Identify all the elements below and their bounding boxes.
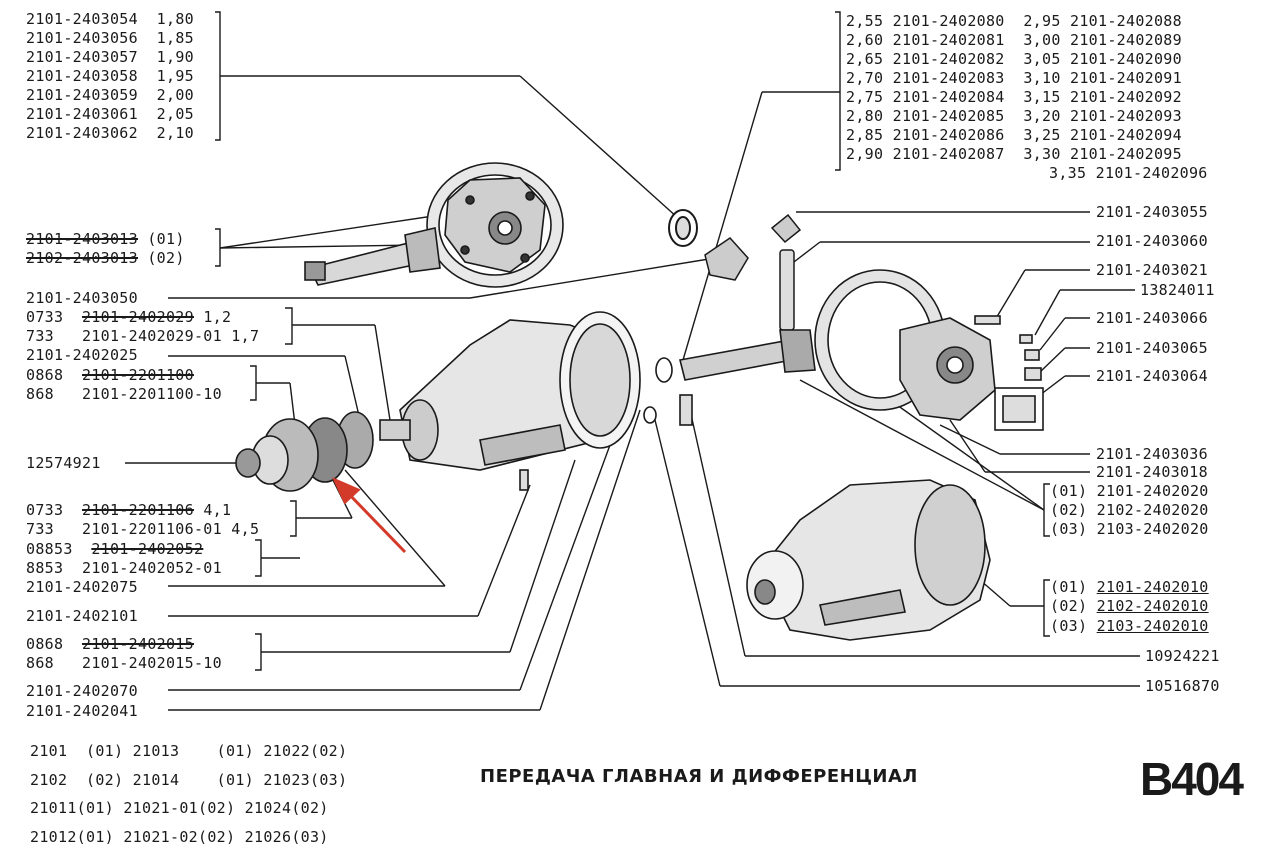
label-part: (03) 2103-2402010 <box>1050 617 1209 635</box>
label-part: (01) 2101-2402010 <box>1050 578 1209 596</box>
shim-row: 2101-2403054 1,80 <box>26 10 194 28</box>
label-part: 0733 2101-2402029 1,2 <box>26 308 232 326</box>
label-part: 13824011 <box>1140 281 1215 299</box>
label-part: 733 2101-2201106-01 4,5 <box>26 520 260 538</box>
shim-row: 2101-2403062 2,10 <box>26 124 194 142</box>
shim-row: 2,55 2101-2402080 2,95 2101-2402088 <box>846 12 1182 30</box>
shim-row: 2,80 2101-2402085 3,20 2101-2402093 <box>846 107 1182 125</box>
shim-row: 2101-2403056 1,85 <box>26 29 194 47</box>
label-part: 2101-2403036 <box>1096 445 1208 463</box>
label-part: 12574921 <box>26 454 101 472</box>
label-part: (03) 2103-2402020 <box>1050 520 1209 538</box>
model-row: 2101 (01) 21013 (01) 21022(02) <box>30 742 348 760</box>
shim-row: 2,65 2101-2402082 3,05 2101-2402090 <box>846 50 1182 68</box>
shim-row: 2101-2403058 1,95 <box>26 67 194 85</box>
shim-row: 2,90 2101-2402087 3,30 2101-2402095 <box>846 145 1182 163</box>
shim-row: 2,75 2101-2402084 3,15 2101-2402092 <box>846 88 1182 106</box>
shim-row: 2,70 2101-2402083 3,10 2101-2402091 <box>846 69 1182 87</box>
model-row: 21012(01) 21021-02(02) 21026(03) <box>30 828 329 846</box>
label-part: 2101-2403021 <box>1096 261 1208 279</box>
oil-seal-icon <box>668 209 698 247</box>
label-part: 2101-2403060 <box>1096 232 1208 250</box>
label-part: 8853 2101-2402052-01 <box>26 559 222 577</box>
label-gearset-2: 2102-2403013 (02) <box>26 249 185 267</box>
label-part: 2101-2402025 <box>26 346 138 364</box>
label-part: 2101-2402070 <box>26 682 138 700</box>
label-part: 2101-2403050 <box>26 289 138 307</box>
label-part: 0733 2101-2201106 4,1 <box>26 501 232 519</box>
label-part: 2101-2403066 <box>1096 309 1208 327</box>
page-title: ПЕРЕДАЧА ГЛАВНАЯ И ДИФФЕРЕНЦИАЛ <box>480 766 918 787</box>
shim-row: 2,85 2101-2402086 3,25 2101-2402094 <box>846 126 1182 144</box>
bracket-2402015 <box>255 633 262 671</box>
label-part: (01) 2101-2402020 <box>1050 482 1209 500</box>
shim-row: 2,60 2101-2402081 3,00 2101-2402089 <box>846 31 1182 49</box>
model-row: 2102 (02) 21014 (01) 21023(03) <box>30 771 348 789</box>
shim-row: 2101-2403059 2,00 <box>26 86 194 104</box>
bracket-2201100 <box>250 365 257 401</box>
label-part: 2101-2402101 <box>26 607 138 625</box>
model-row: 21011(01) 21021-01(02) 21024(02) <box>30 799 329 817</box>
shim-row: 2101-2403061 2,05 <box>26 105 194 123</box>
bracket-gearset <box>215 228 221 267</box>
label-part: 2101-2402075 <box>26 578 138 596</box>
label-part: 0868 2101-2402015 <box>26 635 194 653</box>
shim-row: 3,35 2101-2402096 <box>1049 164 1208 182</box>
label-part: 08853 2101-2402052 <box>26 540 204 558</box>
label-part: (02) 2102-2402010 <box>1050 597 1209 615</box>
label-part: 2101-2403018 <box>1096 463 1208 481</box>
label-part: 2101-2403064 <box>1096 367 1208 385</box>
label-part: 0868 2101-2201100 <box>26 366 194 384</box>
label-part: 2101-2403055 <box>1096 203 1208 221</box>
label-part: 868 2101-2402015-10 <box>26 654 222 672</box>
label-part: (02) 2102-2402020 <box>1050 501 1209 519</box>
bevel-gear-icon <box>704 213 802 281</box>
bracket-left-shims <box>215 11 221 141</box>
bracket-right-shims <box>835 11 841 171</box>
bracket-2201106 <box>290 500 297 537</box>
bracket-2402029 <box>285 307 293 345</box>
shim-row: 2101-2403057 1,90 <box>26 48 194 66</box>
axle-pin-icon <box>779 249 795 331</box>
red-arrow-icon <box>332 477 407 554</box>
axle-housing-icon <box>235 311 816 492</box>
label-part: 2101-2402041 <box>26 702 138 720</box>
label-part: 733 2101-2402029-01 1,7 <box>26 327 260 345</box>
assembled-axle-icon <box>746 479 991 641</box>
differential-case-icon <box>814 269 1044 431</box>
label-gearset-1: 2101-2403013 (01) <box>26 230 185 248</box>
bracket-2402052 <box>255 539 262 577</box>
label-part: 10516870 <box>1145 677 1220 695</box>
label-part: 868 2101-2201100-10 <box>26 385 222 403</box>
diagram-code: B404 <box>1140 753 1244 805</box>
label-part: 10924221 <box>1145 647 1220 665</box>
ring-gear-assembly-icon <box>304 162 564 288</box>
bracket-2402010 <box>1043 579 1050 637</box>
label-part: 2101-2403065 <box>1096 339 1208 357</box>
